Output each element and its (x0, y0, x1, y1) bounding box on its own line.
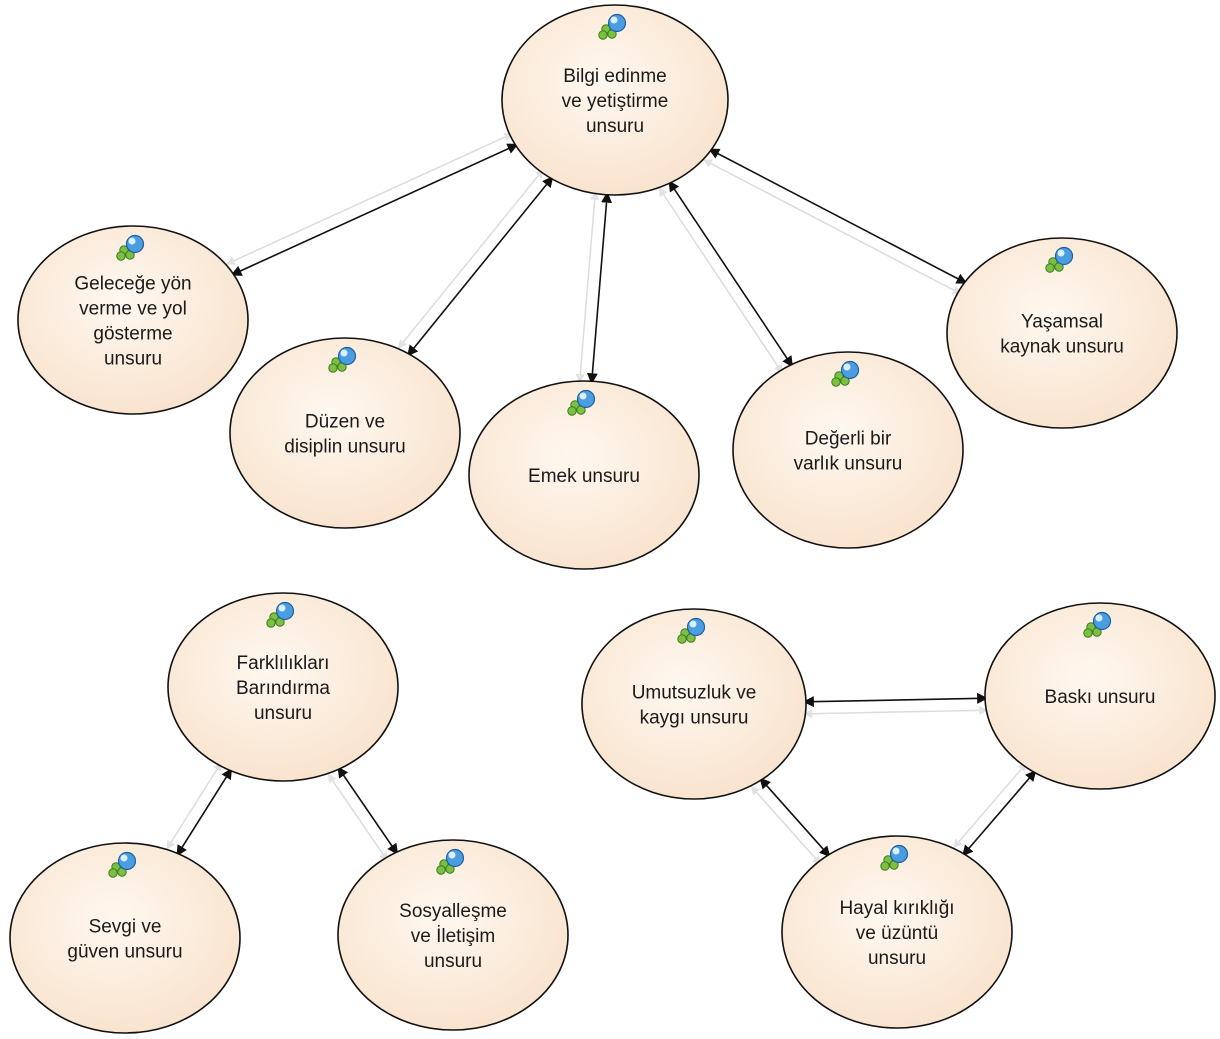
use-case-ellipse (337, 839, 569, 1031)
farklilik-use-case-icon (266, 601, 295, 628)
edge-shadow-bilgi-gelecek (225, 132, 514, 265)
edge-shadow-baski-hayal (953, 762, 1028, 849)
use-case-ellipse (468, 380, 700, 570)
edge-bilgi-duzen (407, 176, 554, 357)
edge-shadow-bilgi-degerli (658, 187, 783, 374)
edge-umutsuzluk-baski (802, 692, 989, 708)
use-case-ellipse (946, 237, 1178, 429)
use-case-label-line: gösterme (93, 324, 172, 345)
bilgi-use-case-icon (598, 13, 627, 40)
hayal-use-case-icon (880, 844, 909, 871)
gelecek-use-case-icon (116, 234, 145, 261)
use-case-label-line: ve üzüntü (856, 923, 938, 944)
use-case-duzen[interactable]: Düzen ve disiplin unsuru (229, 337, 461, 529)
degerli-use-case-icon (831, 360, 860, 387)
use-case-label-line: Emek unsuru (528, 466, 640, 487)
use-case-label-line: Sosyalleşme (399, 901, 507, 922)
use-case-label-line: disiplin unsuru (284, 437, 405, 458)
use-case-ellipse (732, 351, 964, 549)
use-case-label-line: unsuru (104, 349, 162, 370)
use-case-sosyal[interactable]: Sosyalleşme ve İletişim unsuru (337, 839, 569, 1031)
use-case-label-line: verme ve yol (79, 299, 187, 320)
use-case-yasamsal[interactable]: Yaşamsal kaynak unsuru (946, 237, 1178, 429)
edge-bilgi-gelecek (230, 143, 519, 276)
use-case-degerli[interactable]: Değerli bir varlık unsuru (732, 351, 964, 549)
use-case-label-line: kaynak unsuru (1000, 337, 1124, 358)
edge-bilgi-emek (586, 191, 612, 385)
use-case-label-line: unsuru (424, 951, 482, 972)
use-case-label-line: güven unsuru (67, 942, 182, 963)
use-case-label-line: Geleceğe yön (74, 274, 191, 295)
edge-umutsuzluk-hayal (759, 777, 831, 858)
edge-shadow-bilgi-yasamsal (702, 159, 962, 295)
use-case-label-line: Değerli bir (805, 429, 892, 450)
use-case-ellipse (229, 337, 461, 529)
edge-bilgi-yasamsal (708, 148, 968, 284)
use-case-sevgi[interactable]: Sevgi ve güven unsuru (9, 842, 241, 1034)
baski-use-case-icon (1083, 611, 1112, 638)
use-case-hayal[interactable]: Hayal kırıklığı ve üzüntü unsuru (781, 835, 1013, 1029)
use-case-label-line: unsuru (868, 948, 926, 969)
use-case-label-line: Baskı unsuru (1045, 687, 1156, 708)
edge-shadow-farklilik-sosyal (327, 773, 389, 862)
use-case-label-line: Bilgi edinme (563, 66, 667, 87)
use-case-label-line: varlık unsuru (794, 454, 903, 475)
use-case-label-line: Farklılıkları (237, 653, 330, 674)
use-case-label-line: ve yetiştirme (562, 91, 669, 112)
use-case-ellipse (781, 835, 1013, 1029)
use-case-ellipse (581, 608, 807, 800)
use-case-ellipse (501, 4, 729, 196)
use-case-label-line: Barındırma (236, 678, 330, 699)
edge-farklilik-sevgi (176, 767, 233, 857)
umutsuzluk-use-case-icon (677, 617, 706, 644)
use-case-label-line: unsuru (254, 703, 312, 724)
use-case-label-line: ve İletişim (411, 926, 495, 947)
use-case-label-line: Umutsuzluk ve (632, 683, 757, 704)
use-case-label-line: Hayal kırıklığı (839, 898, 954, 919)
edge-baski-hayal (962, 769, 1037, 857)
edge-shadow-farklilik-sevgi (166, 761, 222, 850)
use-case-label-line: kaygı unsuru (640, 708, 749, 729)
use-case-label-line: Sevgi ve (89, 917, 162, 938)
duzen-use-case-icon (328, 346, 357, 373)
edge-farklilik-sosyal (337, 766, 399, 855)
use-case-bilgi[interactable]: Bilgi edinme ve yetiştirme unsuru (501, 4, 729, 196)
use-case-label-line: Yaşamsal (1021, 312, 1103, 333)
edge-shadow-umutsuzluk-baski (803, 705, 989, 719)
use-case-ellipse (167, 592, 399, 782)
edge-bilgi-degerli (668, 180, 794, 368)
sosyal-use-case-icon (436, 848, 465, 875)
use-case-baski[interactable]: Baskı unsuru (984, 602, 1216, 790)
use-case-label-line: Düzen ve (305, 412, 385, 433)
edge-layer (176, 143, 1037, 858)
edge-shadow-umutsuzluk-hayal (750, 785, 822, 866)
use-case-ellipse (17, 225, 249, 415)
use-case-ellipse (984, 602, 1216, 790)
sevgi-use-case-icon (108, 851, 137, 878)
use-case-gelecek[interactable]: Geleceğe yön verme ve yol gösterme unsuru (17, 225, 249, 415)
edge-shadow-bilgi-duzen (397, 168, 544, 349)
use-case-emek[interactable]: Emek unsuru (468, 380, 700, 570)
yasamsal-use-case-icon (1045, 246, 1074, 273)
use-case-umutsuzluk[interactable]: Umutsuzluk ve kaygı unsuru (581, 608, 807, 800)
use-case-label-line: unsuru (586, 116, 644, 137)
edge-shadow-bilgi-emek (575, 190, 600, 384)
use-case-ellipse (9, 842, 241, 1034)
emek-use-case-icon (567, 389, 596, 416)
